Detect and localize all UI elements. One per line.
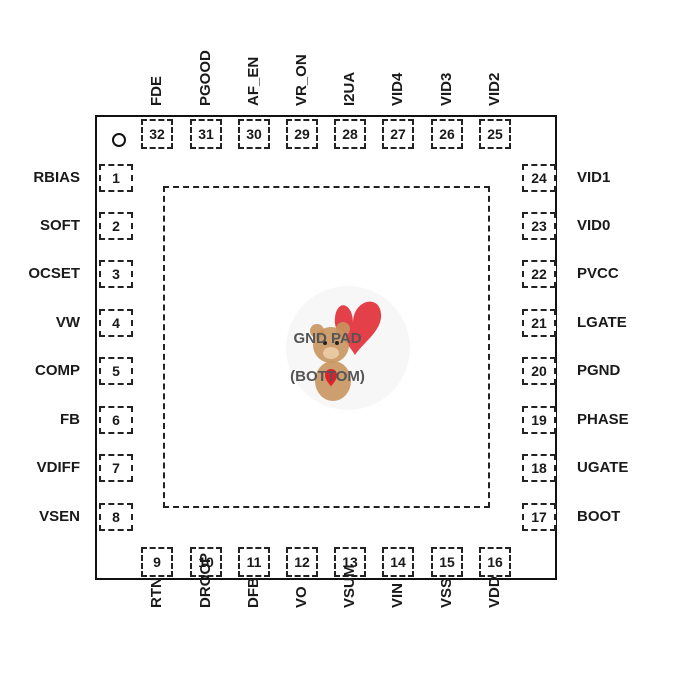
pin-7: 7 <box>99 454 133 482</box>
pin-6: 6 <box>99 406 133 434</box>
pin-22: 22 <box>522 260 556 288</box>
pin-31: 31 <box>190 119 222 149</box>
pin-26: 26 <box>431 119 463 149</box>
pin-label-lgate: LGATE <box>577 314 627 331</box>
pin-1: 1 <box>99 164 133 192</box>
pin-15: 15 <box>431 547 463 577</box>
pin-16: 16 <box>479 547 511 577</box>
pin-label-ugate: UGATE <box>577 459 629 476</box>
center-pad-line1: GND PAD <box>293 330 362 347</box>
pin-18: 18 <box>522 454 556 482</box>
pin-32: 32 <box>141 119 173 149</box>
pin-9: 9 <box>141 547 173 577</box>
pin-29: 29 <box>286 119 318 149</box>
pin-label-vw: VW <box>55 314 80 331</box>
pin-2: 2 <box>99 212 133 240</box>
pin-label-rbias: RBIAS <box>33 169 80 186</box>
pin-label-pgood: PGOOD <box>197 50 214 106</box>
pin-label-pvcc: PVCC <box>577 265 619 282</box>
pin-12: 12 <box>286 547 318 577</box>
pin-label-i2ua: I2UA <box>341 71 358 106</box>
pin-13: 13 <box>334 547 366 577</box>
pin-24: 24 <box>522 164 556 192</box>
pin-label-af-en: AF_EN <box>245 56 262 106</box>
pin-label-droop: DROOP <box>197 552 214 608</box>
pin-23: 23 <box>522 212 556 240</box>
pin-20: 20 <box>522 357 556 385</box>
pin-label-vsen: VSEN <box>39 508 80 525</box>
bear-heart-watermark-icon <box>286 286 410 410</box>
pin-3: 3 <box>99 260 133 288</box>
pin-label-vid4: VID4 <box>389 72 406 106</box>
pin-label-fde: FDE <box>148 76 165 106</box>
pin-label-fb: FB <box>60 411 80 428</box>
pin-14: 14 <box>382 547 414 577</box>
pin-10: 10 <box>190 547 222 577</box>
pin-label-dfb: DFB <box>245 577 262 608</box>
pin-label-vid2: VID2 <box>486 72 503 106</box>
pin-label-vdiff: VDIFF <box>36 459 80 476</box>
pin-label-ocset: OCSET <box>28 265 80 282</box>
pin-5: 5 <box>99 357 133 385</box>
pin-label-vss: VSS <box>438 577 455 608</box>
pin-label-comp: COMP <box>35 362 80 379</box>
pin-label-vid1: VID1 <box>577 169 611 186</box>
exposed-ground-pad <box>163 186 490 508</box>
center-pad-label: GND PAD (BOTTOM) <box>270 320 385 396</box>
pin-label-rtn: RTN <box>148 577 165 608</box>
pin-17: 17 <box>522 503 556 531</box>
pin-label-soft: SOFT <box>40 217 80 234</box>
pin-label-boot: BOOT <box>577 508 621 525</box>
pin-8: 8 <box>99 503 133 531</box>
pin-21: 21 <box>522 309 556 337</box>
pin-label-vid3: VID3 <box>438 72 455 106</box>
pin-label-pgnd: PGND <box>577 362 621 379</box>
pin-27: 27 <box>382 119 414 149</box>
pin-28: 28 <box>334 119 366 149</box>
pin-label-vin: VIN <box>389 582 406 608</box>
pin-label-vdd: VDD <box>486 576 503 608</box>
pin-label-vr-on: VR_ON <box>293 54 310 106</box>
pin-25: 25 <box>479 119 511 149</box>
center-pad-line2: (BOTTOM) <box>290 368 365 385</box>
pin-label-vsum: VSUM <box>341 564 358 608</box>
pin-4: 4 <box>99 309 133 337</box>
pin-label-vo: VO <box>293 586 310 608</box>
pin-label-phase: PHASE <box>577 411 629 428</box>
pin1-indicator-icon <box>112 133 126 147</box>
pin-label-vid0: VID0 <box>577 217 611 234</box>
pin-30: 30 <box>238 119 270 149</box>
package-outline <box>95 115 557 580</box>
pin-19: 19 <box>522 406 556 434</box>
pin-11: 11 <box>238 547 270 577</box>
